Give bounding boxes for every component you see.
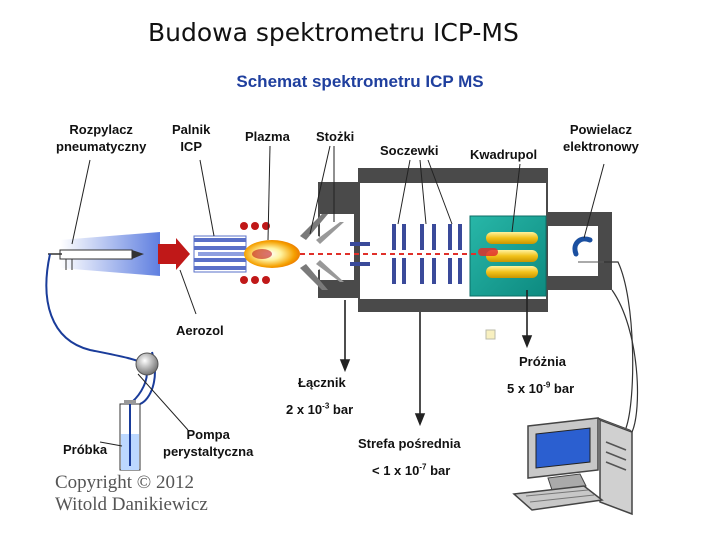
label-lenses: Soczewki [380, 143, 439, 158]
label-intermediate-pressure: < 1 x 10-7 bar [372, 462, 451, 478]
vacuum-housing [318, 168, 612, 312]
label-vacuum: Próżnia [519, 354, 566, 369]
leader-lines [71, 145, 605, 447]
sampler-cones [300, 214, 344, 290]
plasma-core [252, 249, 272, 259]
quadrupole [469, 215, 547, 297]
sample-vial [119, 400, 141, 471]
label-electron-multiplier: Powielacz elektronowy [563, 122, 639, 154]
author-line: Witold Danikiewicz [55, 494, 208, 515]
label-quadrupole: Kwadrupol [470, 147, 538, 162]
peristaltic-pump [135, 352, 159, 376]
label-vacuum-pressure: 5 x 10-9 bar [507, 380, 575, 396]
label-plasma: Plazma [245, 129, 290, 144]
label-peristaltic-pump: Pompa perystaltyczna [163, 427, 254, 459]
ion-lenses [350, 224, 462, 284]
label-interface-pressure: 2 x 10-3 bar [286, 401, 354, 417]
pump-arrows [339, 290, 533, 427]
label-sample: Próbka [63, 442, 108, 457]
sample-tubing [45, 253, 148, 403]
copyright-notice: Copyright © 2012 Witold Danikiewicz [55, 472, 208, 516]
copyright-line: Copyright © 2012 [55, 472, 194, 493]
label-nebulizer: Rozpylacz pneumatyczny [56, 122, 147, 154]
slide-title: Budowa spektrometru ICP-MS [148, 18, 519, 47]
label-intermediate-zone: Strefa pośrednia [358, 436, 461, 451]
icp-torch [193, 235, 247, 273]
nebulizer [48, 232, 190, 276]
label-cones: Stożki [316, 129, 355, 144]
computer [512, 417, 633, 516]
label-interface: Łącznik [298, 375, 346, 390]
signal-cable-2 [611, 289, 639, 433]
label-aerosol: Aerozol [176, 323, 224, 338]
small-marker [485, 329, 496, 340]
diagram-title: Schemat spektrometru ICP MS [236, 72, 484, 91]
label-icp-torch: Palnik ICP [172, 122, 211, 154]
electron-multiplier [572, 236, 604, 263]
